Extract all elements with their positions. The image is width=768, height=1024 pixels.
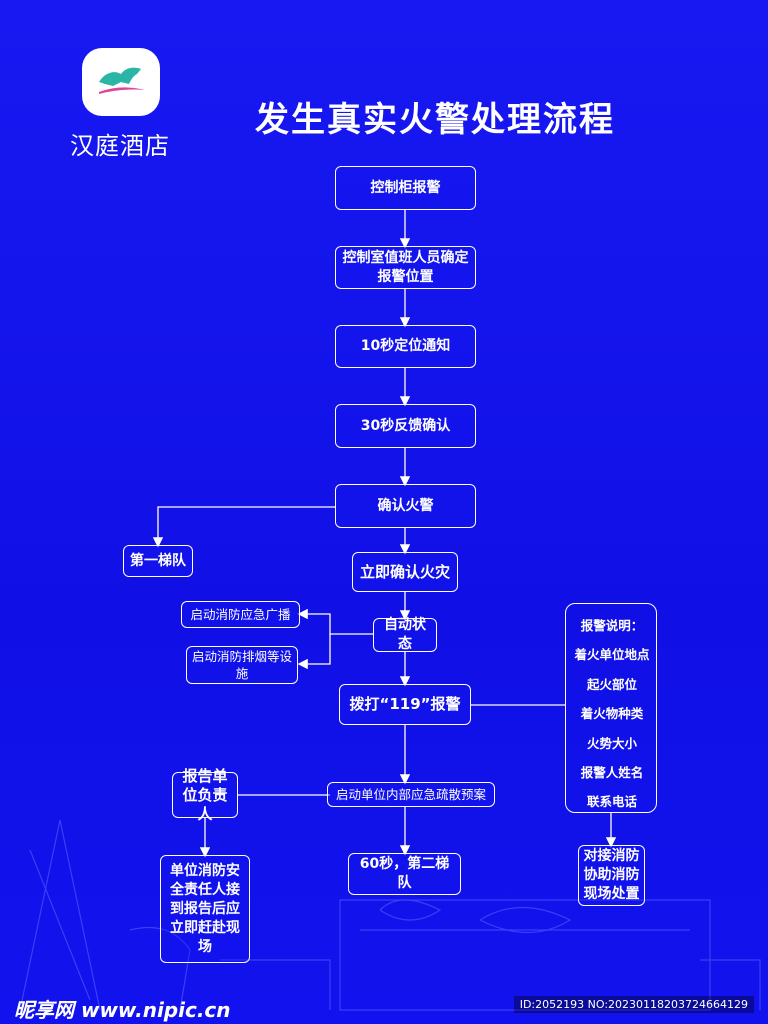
node-smoke-exhaust: 启动消防排烟等设施 — [186, 646, 298, 684]
alarm-info-item: 起火部位 — [586, 677, 637, 692]
watermark-id: ID:2052193 NO:20230118203724664129 — [513, 996, 754, 1013]
node-confirm-fire: 确认火警 — [335, 484, 476, 528]
node-evacuation-plan: 启动单位内部应急疏散预案 — [327, 782, 495, 807]
horse-icon — [99, 67, 145, 94]
node-call-119: 拨打“119”报警 — [339, 684, 471, 725]
node-notify-10s: 10秒定位通知 — [335, 325, 476, 368]
alarm-info-heading: 报警说明： — [580, 618, 644, 633]
node-confirm-disaster: 立即确认火灾 — [352, 552, 458, 592]
page-title: 发生真实火警处理流程 — [255, 100, 615, 140]
node-feedback-30s: 30秒反馈确认 — [335, 404, 476, 448]
alarm-info-box: 报警说明： 着火单位地点 起火部位 着火物种类 火势大小 报警人姓名 联系电话 — [565, 603, 657, 813]
node-dock-firefighters: 对接消防协助消防现场处置 — [578, 845, 645, 906]
brand-name: 汉庭酒店 — [70, 132, 170, 160]
node-auto-state: 自动状态 — [373, 617, 437, 652]
node-second-team: 60秒，第二梯队 — [348, 853, 461, 895]
alarm-info-item: 火势大小 — [586, 736, 637, 751]
node-emergency-broadcast: 启动消防应急广播 — [181, 601, 300, 628]
node-first-team: 第一梯队 — [123, 545, 193, 577]
node-report-unit-head: 报告单位负责人 — [172, 767, 238, 823]
alarm-info-item: 联系电话 — [586, 794, 637, 809]
node-control-alarm: 控制柜报警 — [335, 166, 476, 210]
node-safety-officer: 单位消防安全责任人接到报告后应立即赶赴现场 — [160, 855, 250, 963]
alarm-info-item: 报警人姓名 — [580, 765, 644, 780]
alarm-info-item: 着火物种类 — [580, 706, 644, 721]
alarm-info-item: 着火单位地点 — [574, 647, 650, 662]
watermark-site: 昵享网 www.nipic.cn — [14, 998, 231, 1022]
node-duty-confirm: 控制室值班人员确定报警位置 — [335, 246, 476, 289]
hotel-logo — [82, 48, 160, 116]
